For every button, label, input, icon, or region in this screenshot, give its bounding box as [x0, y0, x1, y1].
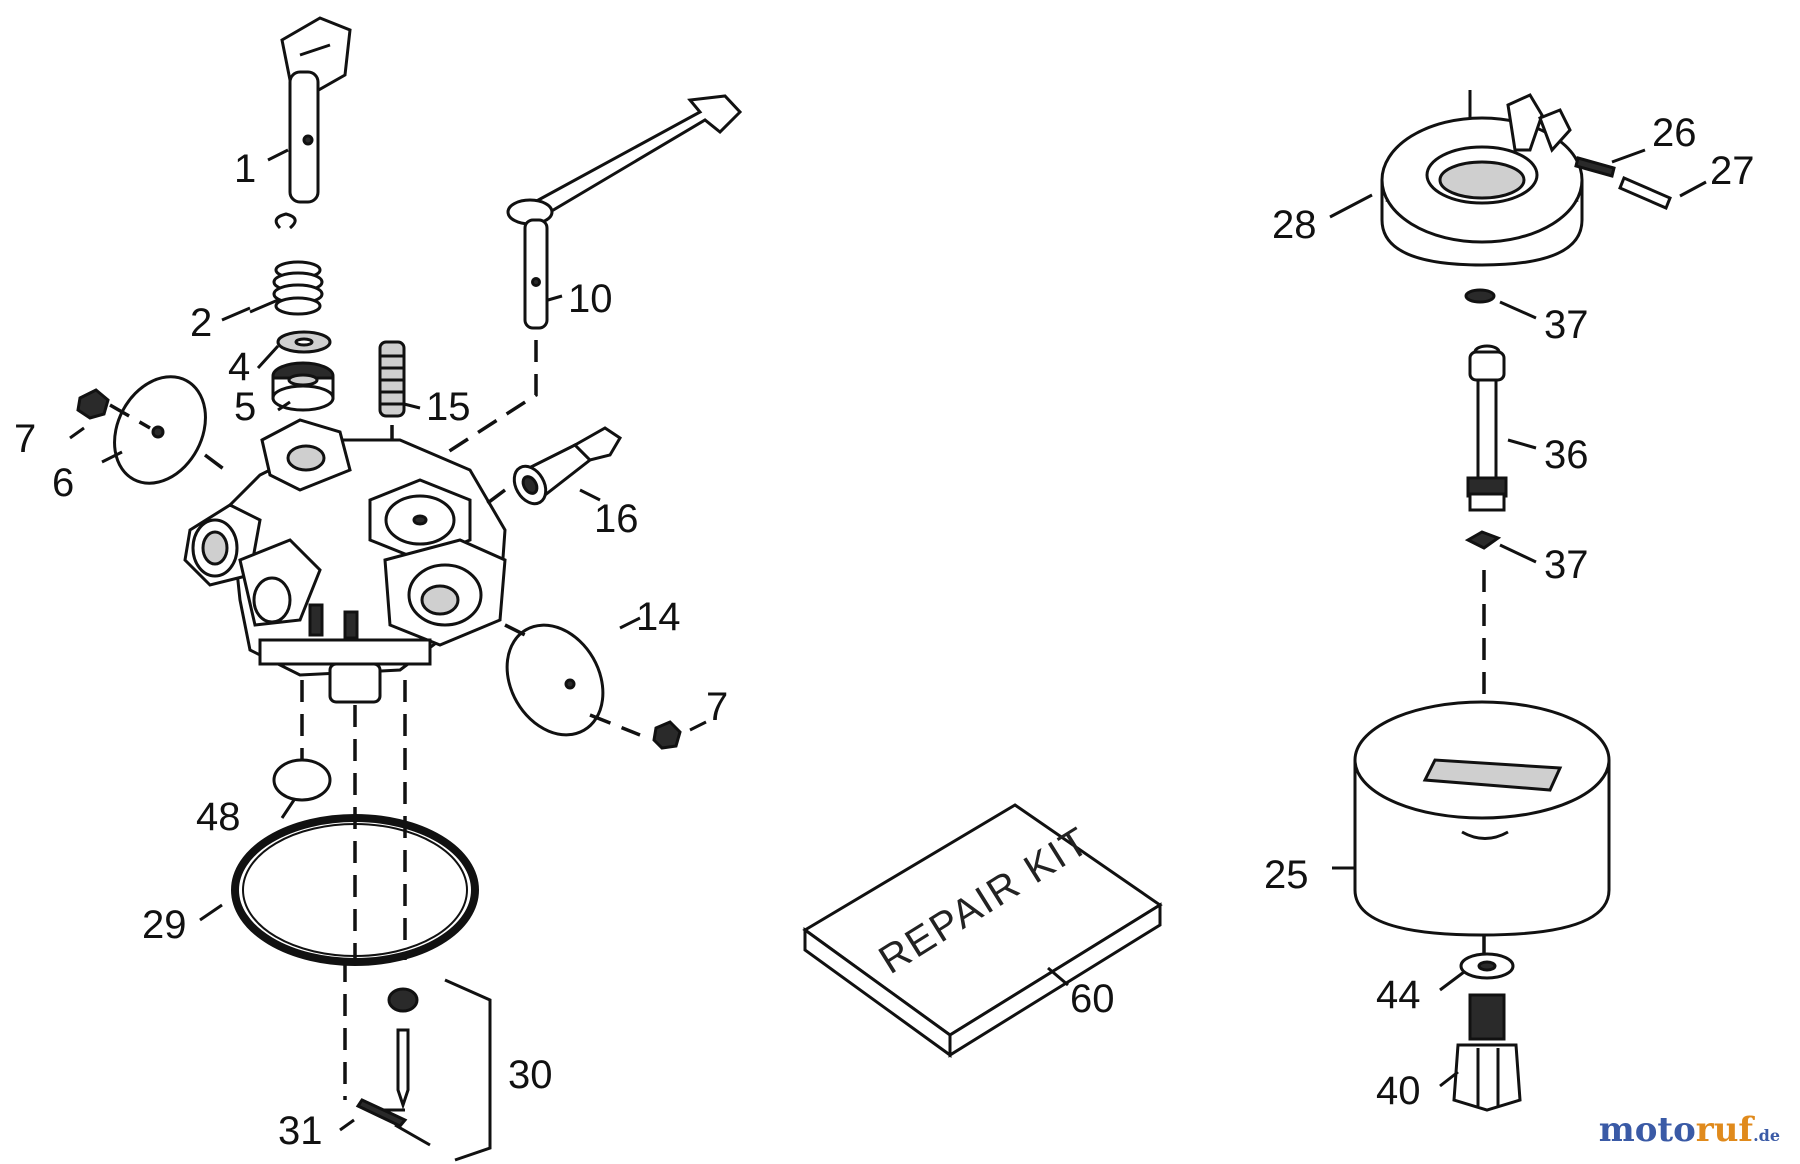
part-16-fuel-inlet — [512, 426, 623, 506]
callout-15: 15 — [426, 385, 471, 429]
part-37-washer-top — [1464, 288, 1496, 304]
motoruf-watermark: motoruf.de — [1599, 1110, 1780, 1150]
callout-26: 26 — [1652, 111, 1697, 155]
callout-6: 6 — [52, 461, 74, 505]
part-1-shaft — [280, 16, 352, 204]
part-37-washer-bottom — [1464, 530, 1502, 550]
callout-14: 14 — [636, 595, 681, 639]
part-28-float — [1380, 90, 1584, 267]
callout-60: 60 — [1070, 977, 1115, 1021]
callout-29: 29 — [142, 903, 187, 947]
callout-40: 40 — [1376, 1069, 1421, 1113]
part-30-needle-seat — [380, 987, 419, 1112]
leader-plate-path — [109, 403, 227, 472]
part-2-spring — [249, 212, 324, 316]
callout-37-bottom: 37 — [1544, 543, 1589, 587]
part-4-washer — [276, 330, 332, 354]
callout-44: 44 — [1376, 973, 1421, 1017]
callout-1: 1 — [234, 147, 256, 191]
callout-37-top: 37 — [1544, 303, 1589, 347]
part-44-washer — [1459, 952, 1515, 980]
part-29-gasket — [231, 814, 479, 966]
leader-lines — [69, 148, 1707, 1132]
callout-28: 28 — [1272, 203, 1317, 247]
part-40-bowl-nut — [1452, 993, 1522, 1112]
watermark-suffix: .de — [1753, 1126, 1780, 1145]
callout-36: 36 — [1544, 433, 1589, 477]
part-27-pin — [1618, 176, 1672, 210]
part-31-clip — [355, 1098, 431, 1147]
callout-7-right: 7 — [706, 685, 728, 729]
bracket-30 — [444, 978, 492, 1162]
part-6-throttle-plate — [113, 375, 207, 485]
watermark-part2: ruf — [1695, 1110, 1754, 1150]
leader-inlet-path — [483, 488, 507, 507]
part-10-choke-shaft — [506, 94, 743, 330]
callout-30: 30 — [508, 1053, 553, 1097]
part-26-spring — [1574, 156, 1616, 178]
part-7-screw-left — [76, 388, 110, 420]
leader-choke-plate-path — [504, 623, 641, 737]
carburetor-body — [183, 418, 507, 704]
part-15-screw — [378, 340, 406, 418]
callout-10: 10 — [568, 277, 613, 321]
callout-16: 16 — [594, 497, 639, 541]
part-14-choke-plate — [505, 623, 605, 737]
callout-25: 25 — [1264, 853, 1309, 897]
callout-7-left: 7 — [14, 417, 36, 461]
part-7-screw-right — [652, 720, 682, 750]
part-36-float-pin — [1466, 344, 1508, 512]
part-25-bowl — [1353, 700, 1611, 937]
callout-48: 48 — [196, 795, 241, 839]
callout-5: 5 — [234, 385, 256, 429]
leader-choke-path — [419, 340, 538, 472]
callout-27: 27 — [1710, 149, 1755, 193]
watermark-part1: moto — [1598, 1110, 1696, 1150]
part-48-plug — [272, 758, 332, 802]
callout-31: 31 — [278, 1109, 323, 1153]
part-5-seal — [271, 361, 335, 412]
callout-2: 2 — [190, 301, 212, 345]
callout-4: 4 — [228, 345, 250, 389]
